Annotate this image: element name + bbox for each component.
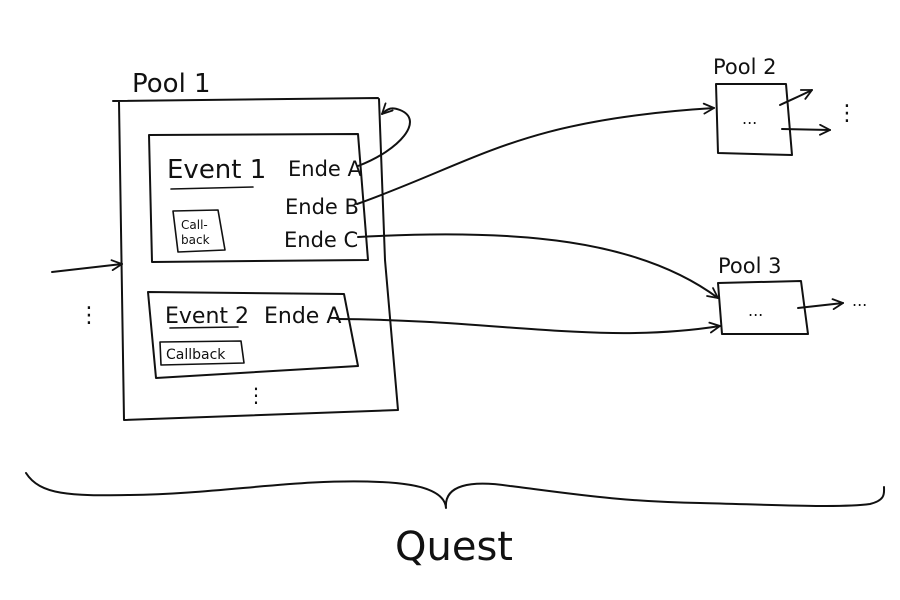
pool-1: Pool 1 Event 1 Call- back Ende A Ende B … [112,69,399,421]
event-2-callback-box: Callback [159,340,245,366]
more-events-ellipsis: ⋮ [246,383,266,407]
pool-2: Pool 2 ... ⋮ [713,55,858,156]
callback-label-line-2: back [181,233,210,247]
pool-3-out-arrow [797,303,843,308]
pool-2-content: ... [742,109,757,128]
quest-label: Quest [395,524,513,570]
pool-1-label: Pool 1 [132,69,211,99]
event-1-border [148,133,369,263]
event-1-title: Event 1 [167,155,266,185]
pool-2-box [715,83,793,156]
event-1-ending-c: Ende C [284,228,358,252]
event-1-box: Event 1 Call- back Ende A Ende B Ende C [148,133,369,263]
event-2-ending-a: Ende A [264,304,341,329]
arrow-ende-b-to-pool-2 [356,108,714,205]
pool-2-more-ellipsis: ⋮ [836,101,858,126]
quest-brace [25,472,886,509]
event-1-underline [170,186,254,190]
callback-label-line-1: Call- [181,218,208,232]
arrow-event-2-ende-a-to-pool-3 [336,318,720,335]
loop-arrow-ende-a [357,108,411,167]
pool-3-more-ellipsis: ... [852,291,867,310]
event-2-title: Event 2 [165,304,249,329]
pool-3: Pool 3 ... ... [717,254,867,335]
arrow-ende-c-to-pool-3 [357,233,718,298]
incoming-more-ellipsis: ⋮ [78,303,100,328]
pool-2-out-arrow-2 [781,129,830,130]
event-1-ending-b: Ende B [285,195,359,219]
pool-3-box [717,280,809,335]
event-2-border [147,291,359,379]
event-1-callback-box: Call- back [172,209,226,253]
pool-3-label: Pool 3 [718,254,781,278]
pool-2-label: Pool 2 [713,55,776,79]
pool-2-out-arrow-1 [779,89,812,106]
pool-3-content: ... [748,301,763,320]
event-2-callback-label: Callback [166,347,226,363]
event-2-underline [169,326,239,329]
incoming-arrow-pool-1 [51,264,122,273]
event-1-ending-a: Ende A [288,157,363,181]
event-2-box: Event 2 Ende A Callback [147,291,359,379]
